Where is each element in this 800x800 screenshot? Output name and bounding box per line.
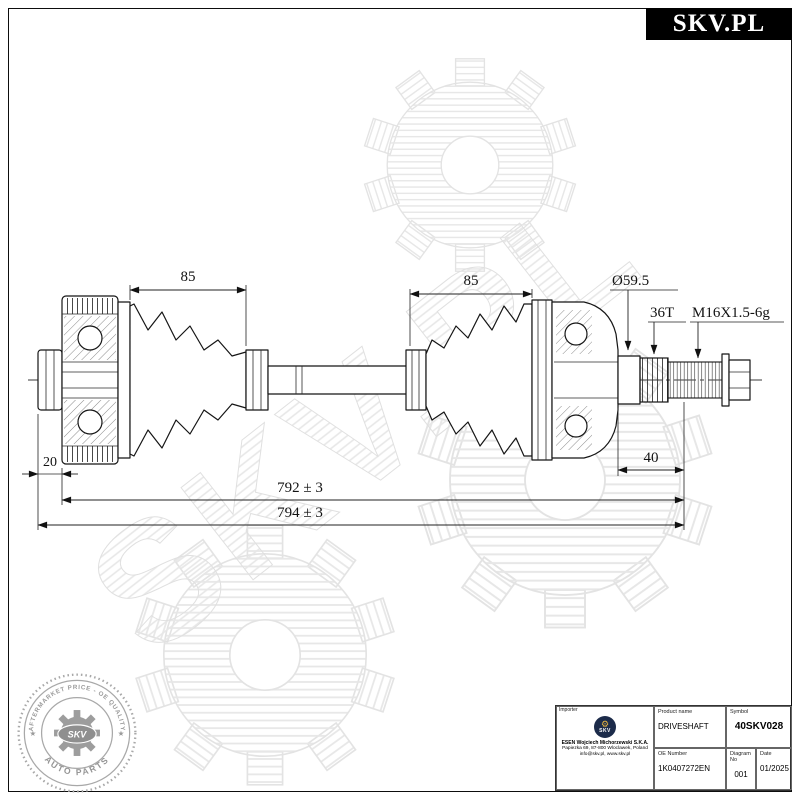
right-boot-small-clamp: [405, 349, 427, 411]
skv-logo-text: SKV: [599, 728, 611, 734]
stub-cylinder: [617, 355, 641, 405]
diagram-no-value: 001: [734, 770, 748, 780]
symbol-cell: Symbol 40SKV028: [726, 706, 792, 748]
dim-diameter-label: Ø59.5: [612, 273, 649, 289]
dim-left-boot-label: 85: [181, 269, 196, 285]
symbol-value: 40SKV028: [734, 721, 784, 733]
dimensions: 85 85 Ø59.5 36T M16X1.5-6g 20: [22, 269, 784, 530]
brand-banner: SKV.PL: [646, 8, 792, 40]
info-table: Importer ⚙ SKV ESEN Wojciech Michorzewsk…: [555, 705, 792, 791]
product-name-cell: Product name DRIVESHAFT: [654, 706, 726, 748]
star-icon: ★: [30, 729, 37, 738]
dim-spline-label: 36T: [650, 305, 674, 321]
inner-joint-stub: [37, 349, 63, 411]
outer-joint-housing: [551, 301, 619, 459]
left-boot-large-clamp: [117, 301, 131, 459]
driveshaft-drawing: [28, 295, 762, 465]
importer-name: ESEN Wojciech Michorzewski S.K.A.: [561, 740, 649, 746]
oe-number-value: 1K0407272EN: [658, 764, 711, 774]
spline-section: [639, 357, 669, 403]
right-boot-large-clamp: [531, 299, 553, 461]
dim-thread-label: M16X1.5-6g: [692, 305, 770, 321]
date-value: 01/2025: [760, 764, 789, 774]
dim-right-stub-label: 40: [644, 450, 659, 466]
dim-right-boot-label: 85: [464, 273, 479, 289]
shaft: [267, 365, 413, 395]
symbol-label: Symbol: [730, 709, 749, 715]
date-label: Date: [760, 751, 772, 757]
importer-address: Papiezka 69, 87-800 Wloclawek, Poland: [562, 746, 648, 751]
washer: [721, 353, 730, 407]
diagram-no-cell: Diagram No 001: [726, 748, 756, 790]
inner-joint-body: [61, 295, 119, 465]
quality-stamp: AFTERMARKET PRICE - OE QUALITY AUTO PART…: [17, 673, 137, 793]
product-name-value: DRIVESHAFT: [658, 722, 709, 732]
skv-logo: ⚙ SKV: [594, 716, 616, 738]
oe-number-cell: OE Number 1K0407272EN: [654, 748, 726, 790]
importer-contact: info@skv.pl, www.skv.pl: [579, 751, 631, 757]
diagram-no-label: Diagram No: [730, 751, 751, 764]
dim-length-794-label: 794 ± 3: [277, 505, 323, 521]
date-cell: Date 01/2025: [756, 748, 792, 790]
product-name-label: Product name: [658, 709, 693, 715]
star-icon: ★: [118, 729, 125, 738]
stamp-perforated-ring: [17, 673, 137, 793]
dim-left-stub-label: 20: [43, 455, 57, 470]
oe-number-label: OE Number: [658, 751, 688, 757]
stamp-gear-icon: SKV: [54, 710, 100, 756]
threaded-section: [667, 361, 723, 399]
importer-label: Importer: [559, 707, 578, 713]
stamp-bottom-text: AUTO PARTS: [43, 754, 109, 777]
nut: [728, 359, 751, 401]
importer-cell: Importer ⚙ SKV ESEN Wojciech Michorzewsk…: [556, 706, 654, 790]
left-boot-small-clamp: [245, 349, 269, 411]
brand-banner-text: SKV.PL: [672, 10, 766, 37]
gear-icon: ⚙: [600, 719, 610, 729]
svg-text:AUTO PARTS: AUTO PARTS: [43, 754, 111, 777]
stamp-center-label: SKV: [68, 729, 88, 739]
dim-length-792-label: 792 ± 3: [277, 480, 323, 496]
